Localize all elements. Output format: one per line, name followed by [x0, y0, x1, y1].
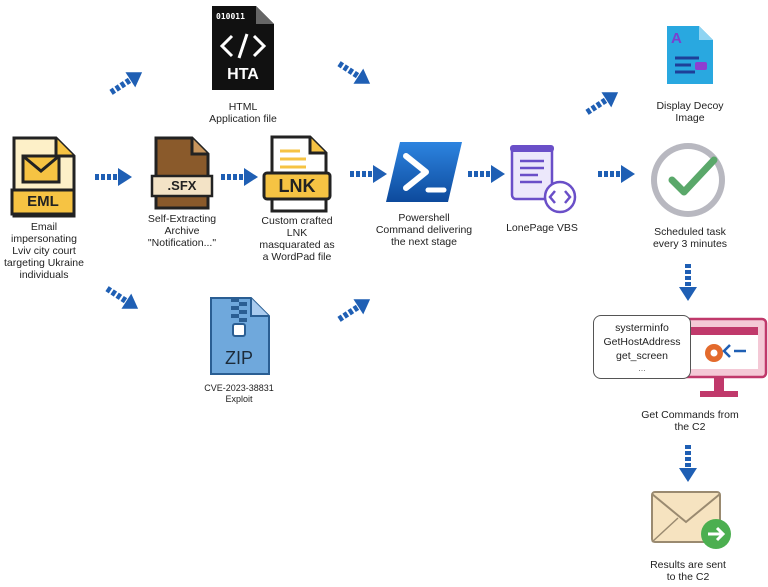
arrow-hta-to-powershell [337, 61, 371, 84]
sfx-archive-icon: .SFX [150, 136, 214, 210]
arrow-scheduled-to-commands [679, 264, 697, 301]
command-item: GetHostAddress [603, 336, 681, 348]
command-item: systerminfo [615, 322, 669, 334]
command-item: get_screen [616, 350, 668, 362]
results-envelope-icon [650, 488, 736, 552]
arrow-email-to-sfx [95, 168, 132, 186]
scheduled-task-check-icon [648, 138, 730, 220]
arrow-lonepage-to-scheduled [598, 165, 635, 183]
arrow-lonepage-to-decoy [585, 92, 619, 115]
eml-badge: EML [27, 193, 59, 210]
command-list-box: systerminfo GetHostAddress get_screen ..… [593, 315, 691, 379]
arrow-commands-to-results [679, 445, 697, 482]
eml-file-icon: EML [8, 136, 78, 218]
vbs-script-icon [508, 143, 580, 215]
lnk-badge: LNK [278, 176, 316, 196]
zip-badge: ZIP [224, 348, 253, 368]
arrow-powershell-to-lonepage [468, 165, 505, 183]
arrow-sfx-to-lnk [221, 168, 258, 186]
hta-file-icon: 010011 HTA [210, 4, 276, 92]
lonepage-label: LonePage VBS [506, 222, 578, 234]
arrow-lnk-to-powershell [350, 165, 387, 183]
c2-monitor-icon [670, 317, 768, 401]
arrow-email-to-zip [105, 286, 139, 309]
decoy-letter: A [671, 30, 682, 47]
sfx-badge: .SFX [167, 178, 197, 193]
lnk-file-icon: LNK [262, 135, 332, 213]
zip-file-icon: ZIP [207, 296, 271, 376]
hta-badge: HTA [227, 66, 259, 83]
command-item: ... [638, 363, 646, 373]
arrow-email-to-hta [109, 72, 143, 95]
decoy-document-icon: A [665, 24, 715, 86]
powershell-icon [384, 140, 464, 204]
arrow-zip-to-powershell [337, 299, 371, 322]
hta-binary-text: 010011 [216, 12, 245, 21]
